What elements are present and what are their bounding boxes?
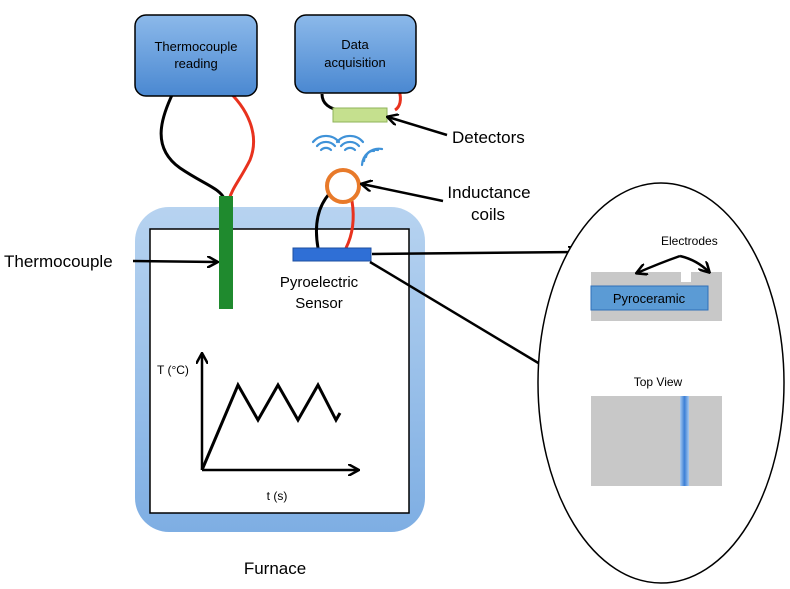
thermocouple-probe xyxy=(219,196,233,309)
pyroceramic-label: Pyroceramic xyxy=(613,291,686,306)
thermocouple-reading-frame xyxy=(134,14,258,97)
inductance-coil xyxy=(325,168,361,204)
coil-black-wire xyxy=(315,191,332,249)
graph-y-label: T (°C) xyxy=(157,363,189,377)
furnace xyxy=(135,207,425,532)
wireless-signal-icon xyxy=(311,134,384,167)
coil-red-wire xyxy=(344,200,355,249)
electrode-right-arrow xyxy=(679,254,709,272)
top-view-strip xyxy=(680,396,689,486)
inductance-label-line2: coils xyxy=(471,205,505,224)
sensor-to-side-view-arrow xyxy=(371,252,578,254)
detector-strip xyxy=(332,107,388,123)
sensor-detail: Electrodes Pyroceramic Top View xyxy=(537,182,785,584)
data-acquisition-frame xyxy=(294,14,417,94)
detectors-label: Detectors xyxy=(452,128,525,147)
substrate-gap xyxy=(681,262,691,282)
sensor-to-top-view-arrow xyxy=(369,260,550,370)
thermocouple-black-wire xyxy=(159,92,227,201)
thermocouple-reading-box: Thermocouple reading xyxy=(134,14,258,97)
data-acquisition-line1: Data xyxy=(341,37,369,52)
temperature-curve xyxy=(200,381,342,471)
data-acquisition-line2: acquisition xyxy=(324,55,385,70)
pyroceramic-layer xyxy=(590,285,709,311)
furnace-chamber xyxy=(149,228,410,514)
electrodes-label: Electrodes xyxy=(661,234,718,248)
temperature-graph: T (°C) t (s) xyxy=(157,354,358,503)
wires xyxy=(159,86,402,249)
top-view-label: Top View xyxy=(634,375,683,389)
top-view-substrate xyxy=(591,396,722,486)
pyroelectric-sensor xyxy=(292,247,372,262)
inductance-label-line1: Inductance xyxy=(447,183,530,202)
thermocouple-label: Thermocouple xyxy=(4,252,113,271)
thermocouple-reading-line1: Thermocouple xyxy=(154,39,237,54)
pyroelectric-label-line2: Sensor xyxy=(295,295,343,312)
thermocouple-reading-line2: reading xyxy=(174,56,217,71)
data-acquisition-box: Data acquisition xyxy=(294,14,417,94)
furnace-label: Furnace xyxy=(244,559,306,578)
thermocouple-arrow xyxy=(132,261,217,262)
pyroelectric-label-line1: Pyroelectric xyxy=(280,274,359,291)
inductance-arrow xyxy=(362,184,444,203)
thermocouple-red-wire xyxy=(224,86,255,201)
detectors-arrow xyxy=(388,117,448,137)
graph-x-label: t (s) xyxy=(267,489,288,503)
electrode-left-arrow xyxy=(637,254,681,273)
